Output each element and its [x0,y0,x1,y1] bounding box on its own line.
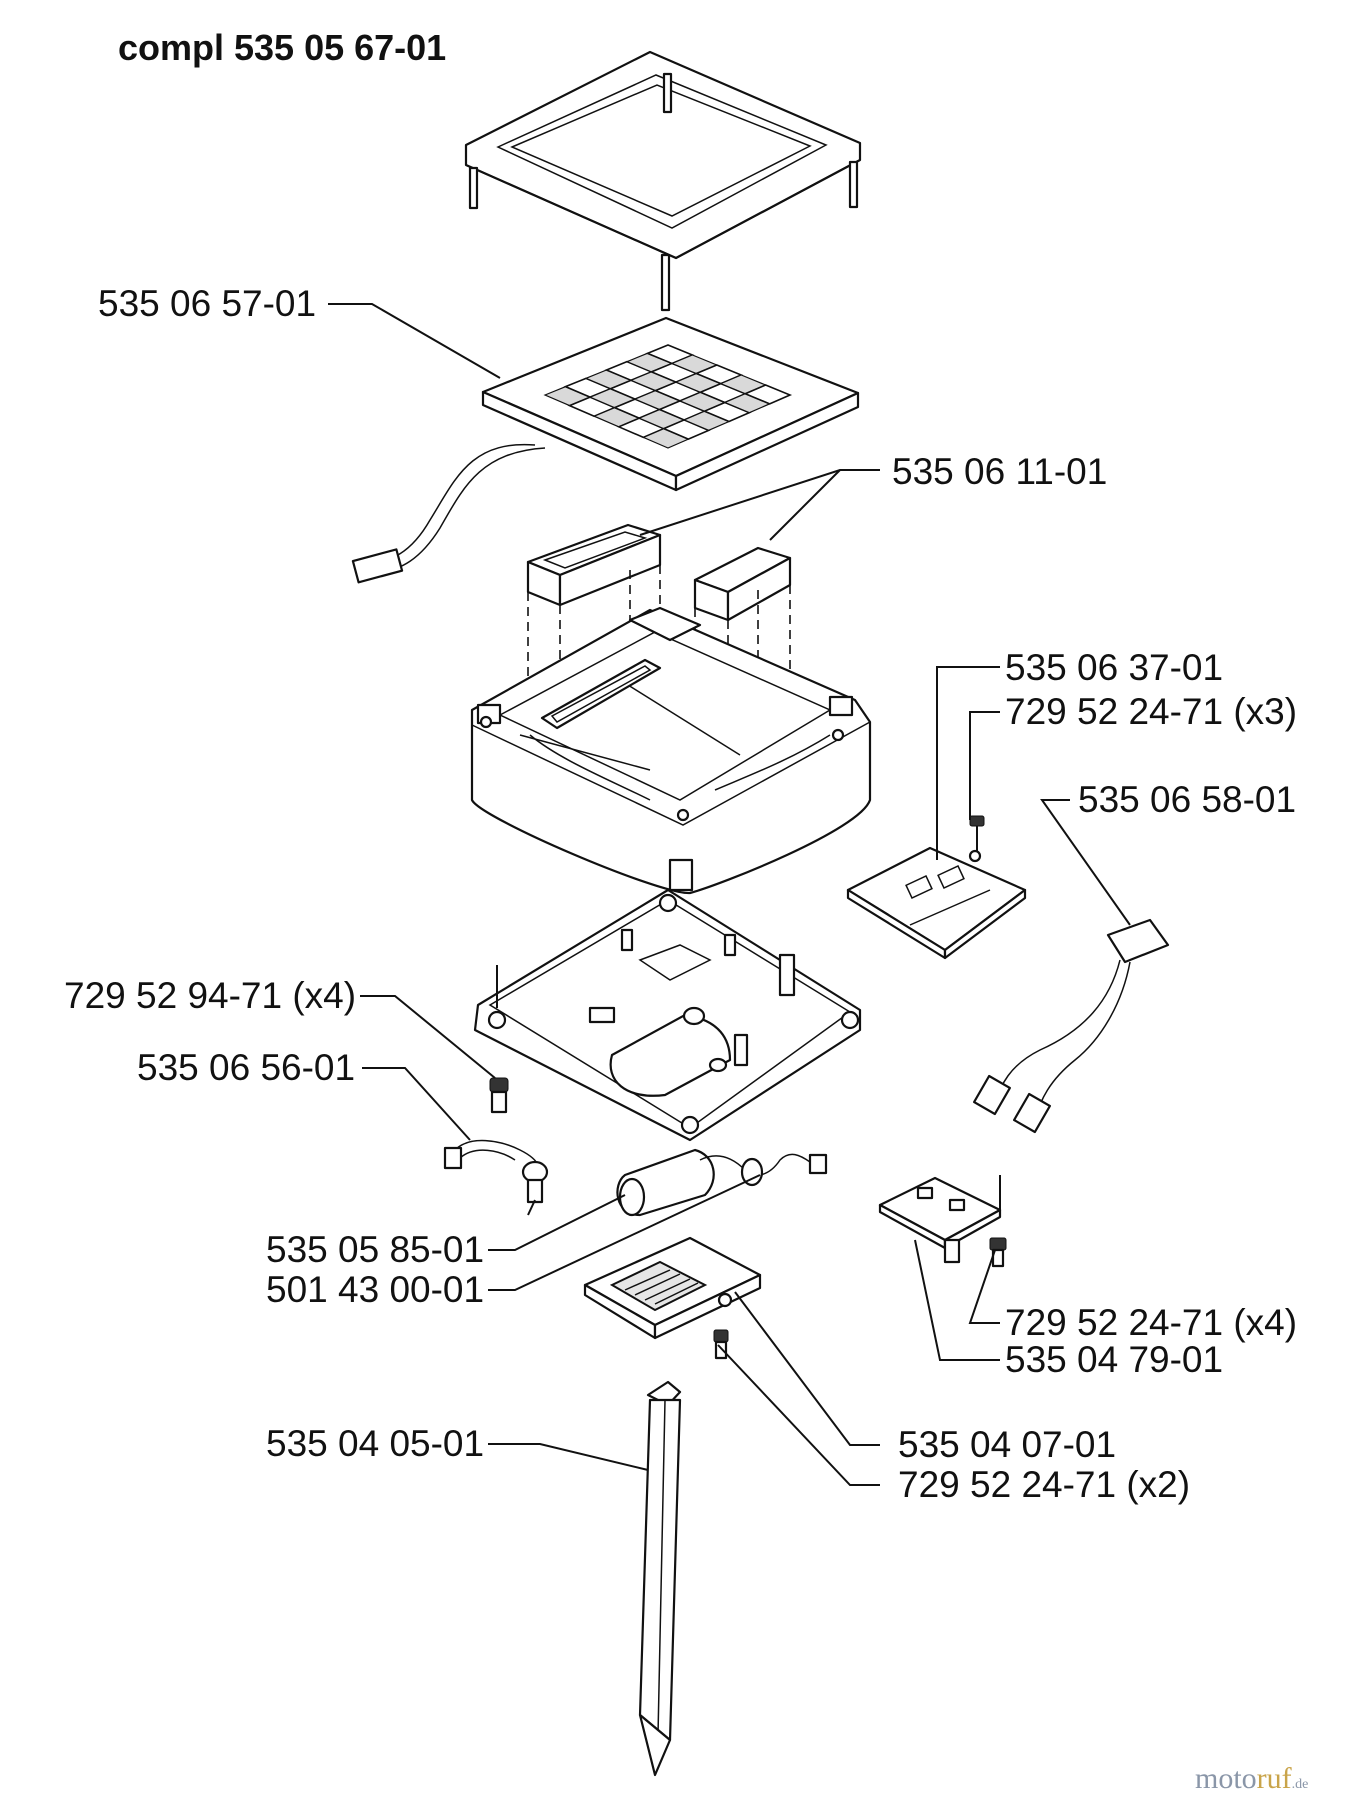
part-label-535-06-11-01: 535 06 11-01 [892,451,1107,492]
part-label-535-06-37-01: 535 06 37-01 [1005,647,1223,688]
part-label-535-06-57-01: 535 06 57-01 [98,283,316,324]
circuit-board [846,846,1027,960]
part-label-535-05-85-01: 535 05 85-01 [266,1229,484,1270]
part-label-729-52-24-71-x2: 729 52 24-71 (x2) [898,1464,1190,1505]
screw-x3 [969,815,985,852]
part-label-535-06-56-01: 535 06 56-01 [137,1047,355,1088]
part-label-535-06-58-01: 535 06 58-01 [1078,779,1296,820]
ground-stake [638,1380,682,1777]
part-label-729-52-24-71-x4: 729 52 24-71 (x4) [1005,1302,1297,1343]
part-label-729-52-24-71-x3: 729 52 24-71 (x3) [1005,691,1297,732]
part-label-501-43-00-01: 501 43 00-01 [266,1269,484,1310]
watermark-logo: motoruf.de [1195,1762,1308,1795]
part-label-729-52-94-71-x4: 729 52 94-71 (x4) [64,975,356,1016]
part-label-535-04-07-01: 535 04 07-01 [898,1424,1116,1465]
watermark-brand-part1: moto [1195,1762,1257,1795]
screw-x4-right [989,1237,1007,1268]
battery-cover [583,1236,762,1340]
watermark-brand-part2: ruf [1257,1762,1292,1795]
leader-lines [328,303,1131,1486]
part-label-535-04-05-01: 535 04 05-01 [266,1423,484,1464]
small-pcb [878,1175,1002,1264]
housing-tray [470,606,872,895]
part-labels: 535 06 57-01 535 06 11-01 535 06 37-01 7… [64,283,1297,1505]
solar-panel [351,316,860,584]
switch-assembly [443,1139,549,1216]
svg-text:motoruf.de: motoruf.de [1195,1762,1308,1795]
screw-x2 [713,1329,729,1360]
watermark-suffix: .de [1292,1777,1309,1792]
foam-pads [526,523,792,790]
wire-harness [973,918,1170,1134]
solar-cell [743,384,793,405]
battery-pack [616,1148,828,1217]
assembly-title: compl 535 05 67-01 [118,27,446,68]
base-plate [473,888,862,1142]
top-cover-frame [464,50,862,312]
part-label-535-04-79-01: 535 04 79-01 [1005,1339,1223,1380]
screw-x4-left [489,1077,509,1114]
